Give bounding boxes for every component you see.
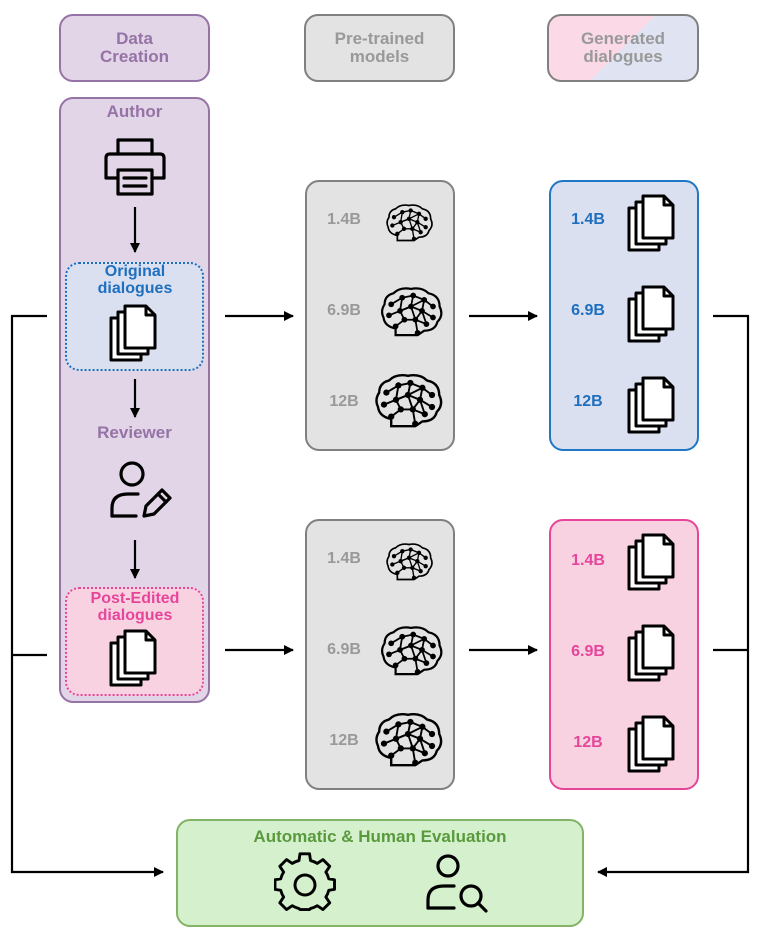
gear-icon	[274, 852, 336, 911]
model-size-label: 12B	[329, 393, 359, 410]
generated-size-label: 1.4B	[571, 211, 605, 228]
model-size-label: 1.4B	[327, 550, 361, 567]
user-search-icon	[426, 854, 488, 913]
generated-size-label: 6.9B	[571, 302, 605, 319]
model-size-label: 6.9B	[327, 641, 361, 658]
model-size-label: 1.4B	[327, 211, 361, 228]
evaluation-box	[176, 819, 584, 927]
header-pretrained: Pre-trained models	[304, 14, 455, 82]
author-label: Author	[106, 102, 163, 121]
user-edit-icon	[110, 461, 172, 518]
printer-icon	[104, 138, 166, 196]
header-data-creation-label: Data Creation	[100, 29, 169, 66]
model-size-label: 6.9B	[327, 302, 361, 319]
header-generated: Generated dialogues	[547, 14, 699, 82]
original-dialogues-label: Original dialogues	[97, 263, 173, 297]
header-pretrained-label: Pre-trained models	[334, 29, 425, 66]
model-size-label: 12B	[329, 732, 359, 749]
generated-size-label: 1.4B	[571, 552, 605, 569]
header-generated-label: Generated dialogues	[580, 29, 666, 66]
post-edited-dialogues-label: Post-Edited dialogues	[90, 590, 180, 624]
generated-size-label: 12B	[573, 734, 603, 751]
header-data-creation: Data Creation	[59, 14, 210, 82]
reviewer-label: Reviewer	[97, 423, 172, 442]
generated-size-label: 6.9B	[571, 643, 605, 660]
generated-size-label: 12B	[573, 393, 603, 410]
evaluation-title: Automatic & Human Evaluation	[253, 827, 507, 846]
